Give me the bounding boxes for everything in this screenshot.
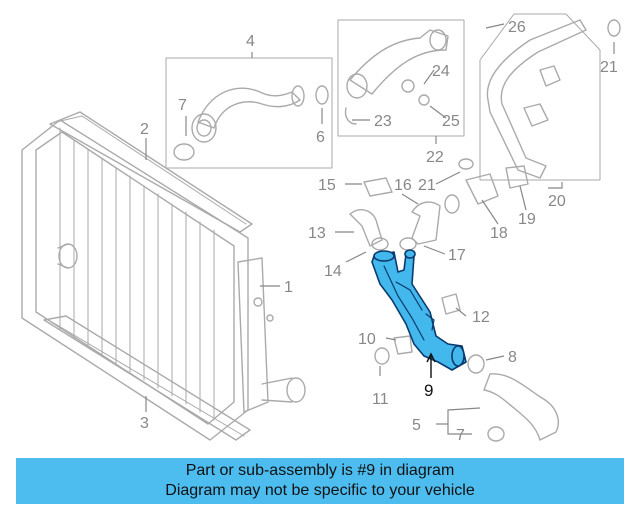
- parts-diagram: 1 2 3 4 5 6 7 7 7 8 9 10 11 12 13 14 15 …: [21, 13, 621, 444]
- callout-8: 8: [508, 349, 517, 366]
- callout-13: 13: [308, 225, 326, 242]
- callout-2: 2: [140, 121, 149, 138]
- callout-22: 22: [426, 149, 444, 166]
- callout-10: 10: [358, 331, 376, 348]
- callout-17: 17: [448, 247, 466, 264]
- middle-small-parts: [349, 158, 529, 315]
- callout-7-lower: 7: [456, 427, 465, 444]
- callout-9: 9: [424, 381, 433, 400]
- callout-14: 14: [324, 263, 342, 280]
- callout-21-right: 21: [600, 59, 618, 76]
- callout-19: 19: [518, 211, 536, 228]
- callout-25: 25: [442, 113, 460, 130]
- info-banner: Part or sub-assembly is #9 in diagram Di…: [16, 458, 624, 504]
- highlighted-part-9: [371, 249, 467, 371]
- callout-16: 16: [394, 177, 412, 194]
- callout-24: 24: [432, 63, 450, 80]
- box-part-4: [165, 57, 333, 169]
- callout-23: 23: [374, 113, 392, 130]
- callout-leaders: [145, 23, 615, 435]
- callout-3: 3: [140, 415, 149, 432]
- callout-7-upper: 7: [178, 97, 187, 114]
- radiator-drawing: [21, 111, 306, 441]
- banner-line-part-number: Part or sub-assembly is #9 in diagram: [185, 462, 455, 479]
- box-part-20: [479, 13, 621, 181]
- callout-6: 6: [316, 129, 325, 146]
- callout-5: 5: [412, 417, 421, 434]
- callout-12: 12: [472, 309, 490, 326]
- callout-21-mid: 21: [418, 177, 436, 194]
- banner-line-disclaimer: Diagram may not be specific to your vehi…: [165, 482, 475, 499]
- callout-20: 20: [548, 193, 566, 210]
- box-part-22: [337, 19, 465, 137]
- callout-11: 11: [372, 391, 389, 408]
- lower-right-parts: [374, 335, 560, 442]
- callout-1: 1: [284, 279, 293, 296]
- callout-18: 18: [490, 225, 508, 242]
- callout-15: 15: [318, 177, 336, 194]
- callout-4: 4: [246, 33, 255, 50]
- callout-26: 26: [508, 19, 526, 36]
- callout-labels: 1 2 3 4 5 6 7 7 7 8 9 10 11 12 13 14 15 …: [140, 19, 618, 444]
